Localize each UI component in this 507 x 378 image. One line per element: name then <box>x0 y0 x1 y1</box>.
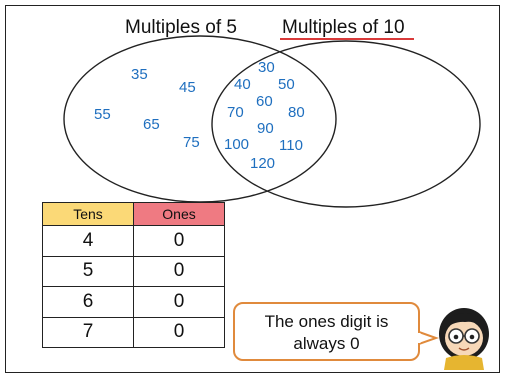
table-row: 6 0 <box>42 286 225 318</box>
venn-number: 65 <box>143 116 160 133</box>
venn-number: 110 <box>279 137 303 154</box>
ones-header: Ones <box>133 202 225 226</box>
tens-cell: 5 <box>42 255 134 287</box>
venn-number: 55 <box>94 106 111 123</box>
venn-number: 30 <box>258 59 275 76</box>
venn-number: 60 <box>256 93 273 110</box>
multiples-of-10-title: Multiples of 10 <box>282 17 405 38</box>
venn-number: 120 <box>250 155 276 172</box>
table-row: 7 0 <box>42 316 225 348</box>
tens-cell: 4 <box>42 225 134 257</box>
venn-number: 70 <box>227 104 244 121</box>
callout-line-2: always 0 <box>293 334 360 353</box>
tens-cell: 7 <box>42 316 134 348</box>
venn-number: 80 <box>288 104 305 121</box>
venn-number: 40 <box>234 76 251 93</box>
ones-cell: 0 <box>133 255 225 287</box>
venn-number: 75 <box>183 134 200 151</box>
table-row: 4 0 <box>42 225 225 257</box>
girl-with-glasses-icon <box>417 308 489 370</box>
ones-cell: 0 <box>133 286 225 318</box>
multiples-of-10-circle <box>211 40 481 208</box>
tens-header: Tens <box>42 202 134 226</box>
venn-number: 45 <box>179 79 196 96</box>
ones-cell: 0 <box>133 316 225 348</box>
venn-number: 50 <box>278 76 295 93</box>
callout-line-1: The ones digit is <box>264 312 389 331</box>
tens-cell: 6 <box>42 286 134 318</box>
multiples-of-5-title: Multiples of 5 <box>125 17 237 38</box>
table-row: 5 0 <box>42 255 225 287</box>
venn-number: 100 <box>224 136 250 153</box>
table-header-row: Tens Ones <box>42 202 225 226</box>
speech-bubble: The ones digit is always 0 <box>233 302 420 361</box>
place-value-table: Tens Ones 4 0 5 0 6 0 7 0 <box>42 202 225 348</box>
venn-number: 35 <box>131 66 148 83</box>
ones-cell: 0 <box>133 225 225 257</box>
venn-number: 90 <box>257 120 274 137</box>
